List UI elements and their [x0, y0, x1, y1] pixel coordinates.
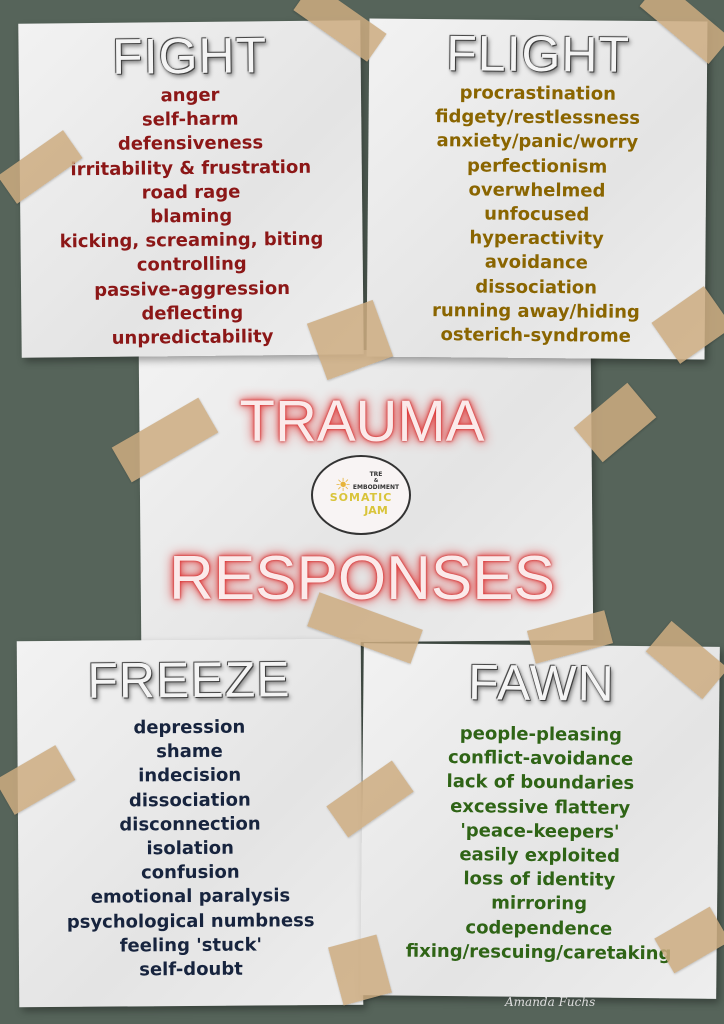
somatic-jam-logo: TRE & EMBODIMENT SOMATIC JAM ☀ — [311, 455, 411, 535]
list-item: 'peace-keepers' — [460, 819, 620, 843]
logo-brand: JAM — [364, 504, 388, 517]
list-item: confusion — [140, 861, 240, 884]
list-item: lack of boundaries — [446, 771, 635, 795]
flight-heading: FLIGHT — [446, 25, 631, 83]
list-item: loss of identity — [463, 868, 616, 892]
list-item: controlling — [136, 253, 247, 276]
flight-card: FLIGHT procrastination fidgety/restlessn… — [366, 18, 708, 360]
fawn-list: people-pleasing conflict-avoidance lack … — [361, 721, 720, 967]
logo-text: & — [373, 478, 379, 484]
list-item: conflict-avoidance — [447, 747, 634, 771]
list-item: procrastination — [459, 82, 617, 105]
list-item: blaming — [150, 205, 233, 228]
list-item: shame — [156, 740, 223, 763]
list-item: avoidance — [484, 251, 589, 274]
list-item: passive-aggression — [94, 277, 291, 301]
list-item: feeling 'stuck' — [119, 934, 263, 957]
list-item: anxiety/panic/worry — [436, 130, 639, 154]
flight-list: procrastination fidgety/restlessness anx… — [367, 81, 707, 350]
list-item: mirroring — [491, 892, 588, 915]
list-item: overwhelmed — [468, 179, 606, 202]
list-item: self-doubt — [139, 958, 243, 981]
freeze-list: depression shame indecision dissociation… — [17, 715, 363, 984]
logo-text: TRE — [369, 471, 383, 478]
list-item: road rage — [141, 181, 241, 204]
title-responses: RESPONSES — [169, 544, 555, 613]
list-item: dissociation — [128, 789, 251, 812]
logo-text: EMBODIMENT — [352, 484, 400, 491]
title-trauma: TRAUMA — [239, 389, 485, 454]
list-item: perfectionism — [466, 154, 608, 178]
list-item: excessive flattery — [450, 795, 631, 819]
list-item: hyperactivity — [469, 227, 604, 250]
signature: Amanda Fuchs — [505, 995, 596, 1009]
list-item: kicking, screaming, biting — [59, 228, 324, 253]
list-item: unfocused — [484, 203, 590, 226]
fight-heading: FIGHT — [111, 27, 268, 85]
list-item: anger — [160, 84, 220, 107]
sun-icon: ☀ — [335, 475, 352, 496]
list-item: fidgety/restlessness — [435, 106, 641, 130]
list-item: isolation — [146, 837, 235, 860]
list-item: self-harm — [141, 108, 239, 131]
list-item: disconnection — [119, 813, 261, 836]
list-item: emotional paralysis — [90, 885, 291, 909]
list-item: depression — [133, 716, 246, 739]
freeze-card: FREEZE depression shame indecision disso… — [16, 638, 364, 1008]
fight-list: anger self-harm defensiveness irritabili… — [19, 82, 364, 352]
list-item: dissociation — [475, 276, 598, 299]
list-item: people-pleasing — [459, 723, 623, 746]
freeze-heading: FREEZE — [87, 651, 291, 709]
fight-card: FIGHT anger self-harm defensiveness irri… — [18, 20, 364, 358]
logo-brand: SOMATIC — [329, 491, 393, 504]
list-item: easily exploited — [459, 844, 620, 867]
list-item: psychological numbness — [66, 909, 315, 933]
